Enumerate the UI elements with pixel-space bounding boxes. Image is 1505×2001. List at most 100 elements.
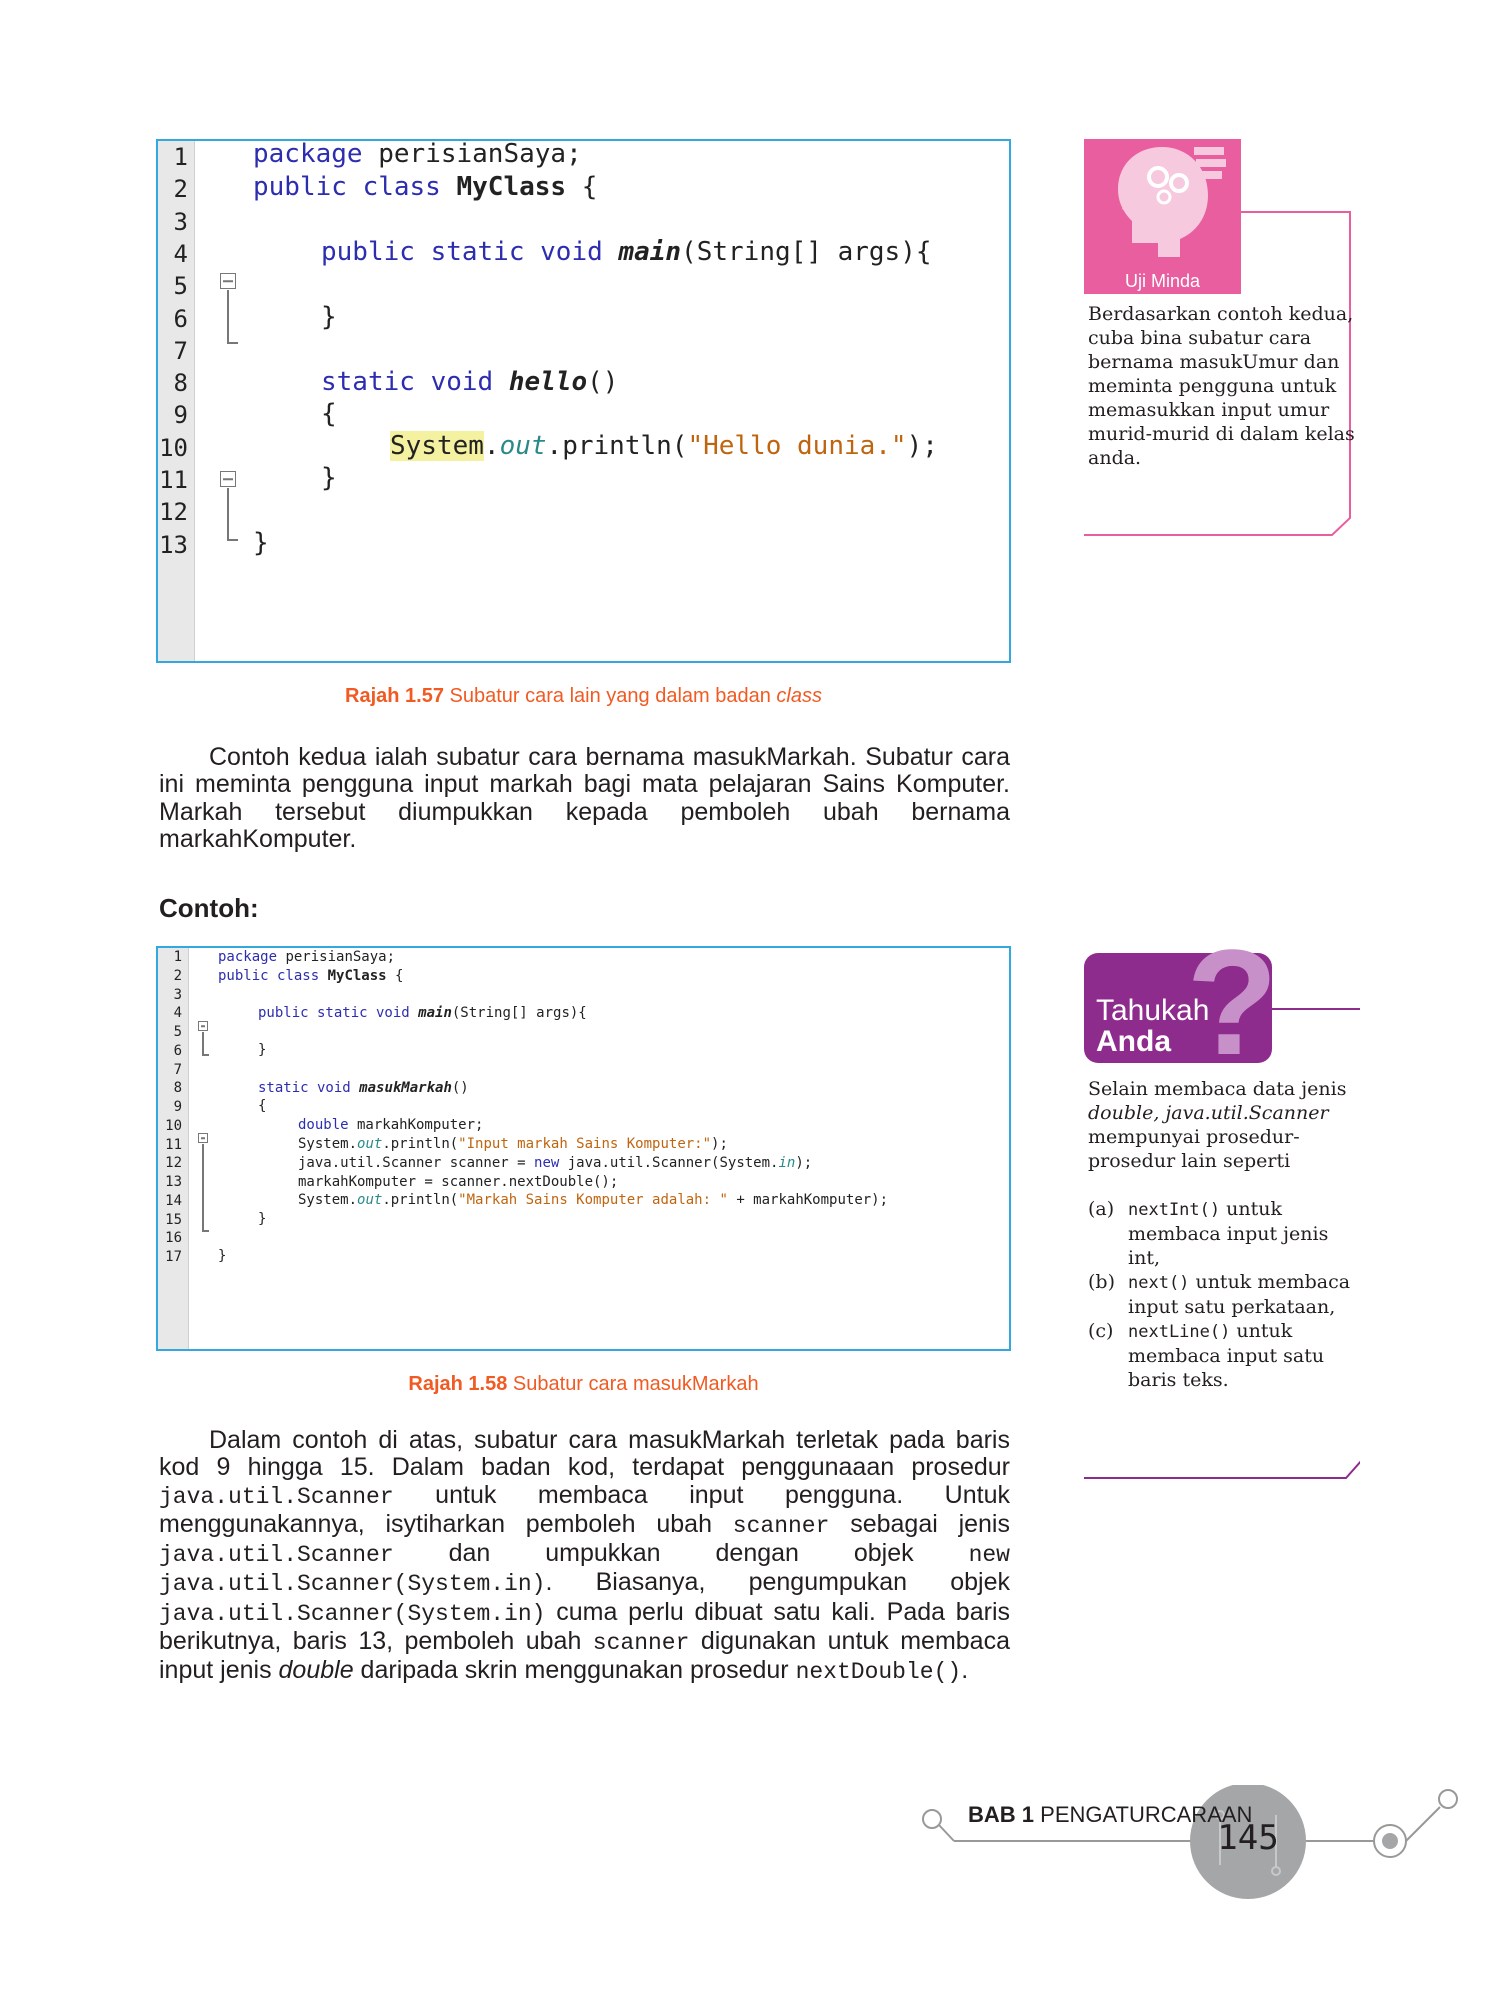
fold-guide [202, 1230, 209, 1232]
uji-minda-text: Berdasarkan contoh kedua, cuba bina suba… [1088, 303, 1355, 469]
line-number: 1 [173, 143, 188, 171]
tahukah-anda-badge: ? Tahukah Anda [1084, 927, 1278, 1077]
code-line: System.out.println("Markah Sains Kompute… [298, 1192, 889, 1208]
method-name: nextInt() [1128, 1200, 1221, 1220]
uji-minda-frame [1084, 211, 1351, 536]
line-number: 17 [165, 1249, 182, 1265]
fold-guide [202, 1054, 209, 1056]
line-number: 12 [165, 1155, 182, 1172]
tahukah-title: Tahukah [1096, 994, 1210, 1027]
code-line: public class MyClass { [253, 172, 598, 202]
chapter-label: BAB 1 PENGATURCARAAN [968, 1802, 1253, 1827]
line-number: 13 [159, 530, 188, 559]
code-line: public static void main(String[] args){ [321, 237, 932, 267]
figure-caption: Rajah 1.57 Subatur cara lain yang dalam … [345, 685, 822, 707]
line-number: 5 [173, 1024, 182, 1040]
code-line: package perisianSaya; [218, 949, 396, 965]
line-number: 11 [165, 1136, 182, 1153]
line-number: 10 [165, 1117, 182, 1134]
code-line: } [321, 463, 337, 493]
code-line: System.out.println("Hello dunia."); [390, 431, 938, 461]
line-number-gutter [158, 948, 189, 1349]
list-item-text: untuk membaca input satu baris teks. [1128, 1320, 1325, 1391]
list-item: (a) nextInt() untuk membaca input jenis i… [1088, 1197, 1356, 1270]
code-line: { [258, 1098, 267, 1114]
fold-guide [202, 1144, 204, 1230]
line-number: 15 [165, 1211, 182, 1228]
method-name: next() [1128, 1273, 1190, 1293]
line-number: 9 [173, 1099, 182, 1115]
code-line: java.util.Scanner scanner = new java.uti… [298, 1155, 813, 1171]
figure-caption: Rajah 1.58 Subatur cara masukMarkah [408, 1373, 759, 1395]
fold-guide [227, 290, 229, 342]
line-number: 5 [173, 272, 188, 301]
uji-minda-label: Uji Minda [1124, 271, 1201, 291]
fold-guide [227, 488, 229, 539]
line-number: 9 [173, 401, 188, 430]
body-paragraph: Dalam contoh di atas, subatur cara masuk… [159, 1426, 1010, 1686]
line-number: 12 [159, 498, 188, 527]
page-number: 145 [1217, 1818, 1279, 1858]
code-line: markahKomputer = scanner.nextDouble(); [298, 1174, 619, 1190]
code-figure-1-58: package perisianSaya; public class MyCla… [156, 946, 1011, 1351]
list-item: (b) next() untuk membaca input satu perka… [1088, 1270, 1356, 1319]
line-number: 14 [165, 1192, 182, 1209]
uji-minda-badge: Uji Minda [1084, 139, 1241, 294]
line-number: 11 [159, 466, 188, 494]
line-number: 7 [173, 336, 188, 365]
question-mark-icon: ? [1186, 918, 1278, 1086]
code-line: } [253, 528, 269, 558]
code-line: { [321, 399, 337, 429]
fold-guide [227, 342, 238, 344]
code-line: public static void main(String[] args){ [258, 1005, 587, 1021]
list-item: (c) nextLine() untuk membaca input satu b… [1088, 1319, 1356, 1392]
code-figure-1-57: package perisianSaya; public class MyCla… [156, 139, 1011, 663]
line-number: 8 [173, 1080, 182, 1097]
code-line: package perisianSaya; [253, 139, 582, 169]
line-number: 1 [173, 949, 182, 965]
list-marker: (a) [1088, 1198, 1115, 1220]
anda-title: Anda [1096, 1025, 1171, 1058]
line-number-gutter [158, 141, 195, 661]
fold-toggle-icon[interactable] [198, 1021, 208, 1031]
code-line: } [258, 1211, 267, 1227]
line-number: 2 [173, 175, 188, 204]
line-number: 6 [173, 304, 188, 333]
list-marker: (c) [1088, 1320, 1114, 1342]
code-line: } [218, 1248, 227, 1264]
tahukah-anda-text: Selain membaca data jenis double, java.u… [1088, 1078, 1347, 1172]
tahukah-anda-frame [1084, 1008, 1360, 1479]
circuit-decoration [922, 1785, 1458, 1899]
tahukah-anda-list: (a) nextInt() untuk membaca input jenis i… [1088, 1197, 1356, 1392]
line-number: 2 [173, 967, 182, 984]
section-heading: Contoh: [159, 893, 259, 923]
code-line: System.out.println("Input markah Sains K… [298, 1136, 728, 1152]
code-line: static void masukMarkah() [258, 1080, 469, 1096]
line-number: 13 [165, 1174, 182, 1190]
code-line: public class MyClass { [218, 968, 404, 984]
fold-guide [227, 539, 238, 541]
line-number: 7 [173, 1061, 182, 1078]
line-number: 3 [173, 207, 188, 236]
method-name: nextLine() [1128, 1322, 1231, 1342]
line-number: 8 [173, 369, 188, 398]
line-number: 10 [159, 433, 188, 462]
code-line: } [321, 302, 337, 332]
list-item-text: untuk membaca input jenis int, [1128, 1198, 1329, 1269]
code-line: static void hello() [321, 367, 619, 397]
body-paragraph: Contoh kedua ialah subatur cara bernama … [159, 743, 1010, 853]
list-item-text: untuk membaca input satu perkataan, [1128, 1271, 1351, 1318]
list-marker: (b) [1088, 1271, 1115, 1293]
line-number: 4 [173, 1005, 182, 1022]
lightbulb-head-icon [1118, 147, 1226, 257]
line-number: 16 [165, 1230, 182, 1247]
code-line: } [258, 1042, 267, 1058]
line-number: 4 [173, 239, 188, 268]
code-line: double markahKomputer; [298, 1117, 484, 1133]
fold-toggle-icon[interactable] [198, 1133, 208, 1143]
fold-toggle-icon[interactable] [220, 471, 236, 487]
fold-guide [202, 1032, 204, 1054]
fold-toggle-icon[interactable] [220, 273, 236, 289]
line-number: 6 [173, 1042, 182, 1059]
line-number: 3 [173, 986, 182, 1003]
